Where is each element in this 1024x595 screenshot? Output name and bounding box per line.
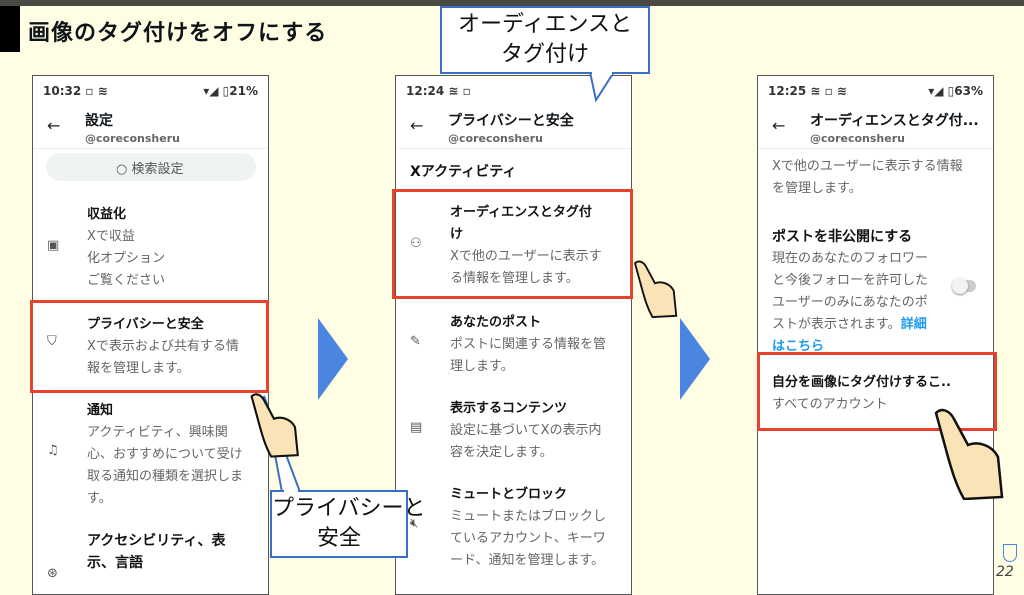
callout-audience-tagging: オーディエンスとタグ付け — [440, 6, 650, 74]
page-number: 22 — [996, 564, 1014, 580]
highlight-privacy-safety — [30, 300, 269, 393]
callout-privacy-safety: プライバシーと安全 — [270, 490, 426, 558]
phone-screenshot-audience: 12:25 ≊ ▫ ≋▾◢ ▯63% ← オーディエンスとタグ付... @cor… — [757, 75, 994, 595]
people-icon: ⚇ — [410, 236, 422, 251]
settings-item-your-posts[interactable]: あなたのポストポストに関連する情報を管理します。 — [450, 315, 607, 374]
protect-posts-toggle[interactable] — [952, 278, 976, 294]
money-icon: ▣ — [47, 238, 60, 253]
phone-screenshot-settings: 10:32 ▫ ≋▾◢ ▯21% ← 設定 @coreconsheru ○ 検索… — [32, 75, 269, 595]
accessibility-icon: ⊛ — [47, 566, 58, 581]
settings-item-mute-block[interactable]: ミュートとブロックミュートまたはブロックしているアカウント、キーワード、通知を管… — [450, 487, 607, 568]
settings-item-content[interactable]: 表示するコンテンツ設定に基づいてXの表示内容を決定します。 — [450, 401, 602, 460]
shield-icon: ⛉ — [47, 334, 57, 349]
status-bar: 12:24 ≊ ▫ — [406, 84, 471, 98]
section-heading: Xアクティビティ — [410, 164, 517, 180]
settings-item-accessibility[interactable]: アクセシビリティ、表示、言語 — [87, 533, 226, 571]
status-bar: 10:32 ▫ ≋▾◢ ▯21% — [43, 84, 258, 98]
phone-screenshot-privacy: 12:24 ≊ ▫ ← プライバシーと安全 @coreconsheru Xアクテ… — [395, 75, 632, 595]
back-arrow-icon[interactable]: ← — [772, 116, 786, 135]
logo-icon — [1003, 544, 1017, 562]
pointing-hand-icon — [250, 393, 299, 458]
content-icon: ▤ — [410, 420, 423, 435]
title-accent-block — [0, 6, 20, 52]
screen-title: オーディエンスとタグ付... — [810, 113, 979, 129]
top-bar — [0, 0, 1024, 6]
bell-icon: ♫ — [47, 443, 59, 458]
pencil-icon: ✎ — [410, 334, 421, 349]
setting-photo-tagging[interactable]: 自分を画像にタグ付けするこ..すべてのアカウント — [772, 375, 951, 412]
battery-level: 63% — [954, 84, 983, 98]
status-bar: 12:25 ≊ ▫ ≋▾◢ ▯63% — [768, 84, 983, 98]
screen-title: 設定 — [85, 113, 113, 129]
settings-item-notifications[interactable]: 通知アクティビティ、興味関心、おすすめについて受け取る通知の種類を選択します。 — [87, 403, 244, 506]
divider — [758, 148, 993, 149]
search-icon: ○ — [116, 162, 132, 177]
status-time: 12:24 — [406, 84, 445, 98]
back-arrow-icon[interactable]: ← — [410, 116, 424, 135]
battery-level: 21% — [229, 84, 258, 98]
highlight-photo-tagging — [757, 352, 997, 431]
screen-title: プライバシーと安全 — [448, 113, 574, 129]
signal-icon: ▾◢ ▯ — [928, 84, 955, 98]
highlight-audience-tagging — [392, 189, 633, 299]
divider — [396, 148, 631, 149]
account-handle: @coreconsheru — [448, 132, 543, 145]
divider — [33, 148, 268, 149]
search-settings-input[interactable]: ○ 検索設定 — [46, 153, 256, 181]
pointing-hand-icon — [633, 260, 678, 318]
account-handle: @coreconsheru — [85, 132, 180, 145]
status-time: 10:32 — [43, 84, 82, 98]
screen-description: Xで他のユーザーに表示する情報を管理します。 — [772, 159, 963, 196]
account-handle: @coreconsheru — [810, 132, 905, 145]
signal-icon: ▾◢ ▯ — [203, 84, 230, 98]
pointing-hand-icon — [934, 408, 1004, 500]
mute-icon: 🔇︎ — [410, 516, 419, 531]
learn-more-link[interactable]: 詳細 — [900, 317, 927, 332]
next-step-arrow-icon — [680, 318, 710, 400]
next-step-arrow-icon — [318, 318, 348, 400]
setting-protect-posts: ポストを非公開にする現在のあなたのフォロワーと今後フォローを許可したユーザーのみ… — [772, 226, 950, 358]
back-arrow-icon[interactable]: ← — [47, 116, 61, 135]
learn-more-link-cont[interactable]: はこちら — [772, 339, 825, 354]
status-time: 12:25 — [768, 84, 807, 98]
slide-title: 画像のタグ付けをオフにする — [28, 21, 328, 46]
